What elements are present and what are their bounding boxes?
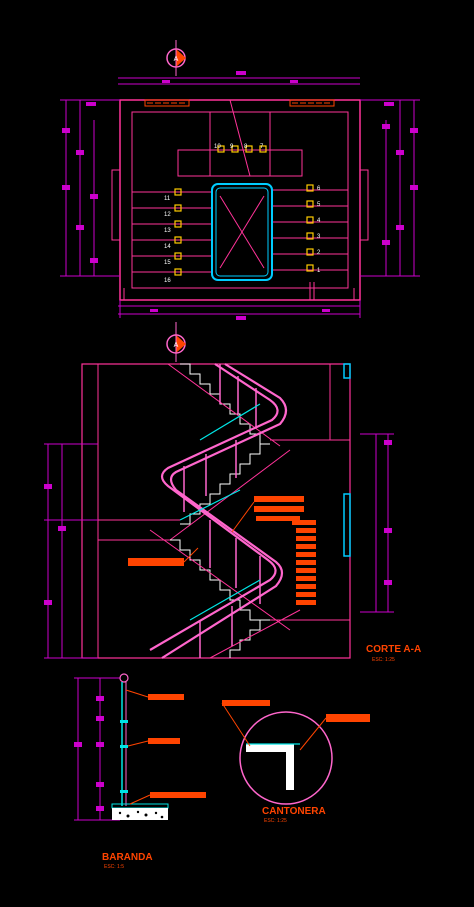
section-scale: ESC: 1:25 xyxy=(372,657,395,663)
step-number-10: 10 xyxy=(214,144,221,150)
step-number-16: 16 xyxy=(164,278,171,284)
section-view: CORTE A-A ESC: 1:25 xyxy=(44,363,421,663)
step-number-5: 5 xyxy=(317,202,321,208)
railing-scale: ESC: 1:5 xyxy=(104,864,124,870)
section-title: CORTE A-A xyxy=(366,644,421,655)
plan-view: A xyxy=(60,40,420,362)
railing-detail: BARANDA ESC: 1:5 xyxy=(74,673,206,870)
step-number-9: 9 xyxy=(230,144,234,150)
corner-title: CANTONERA xyxy=(262,806,326,817)
step-number-14: 14 xyxy=(164,244,171,250)
section-marker-label: A xyxy=(174,56,179,63)
step-number-1: 1 xyxy=(317,268,321,274)
step-number-6: 6 xyxy=(317,186,321,192)
step-number-4: 4 xyxy=(317,218,321,224)
step-number-3: 3 xyxy=(317,234,321,240)
step-number-11: 11 xyxy=(164,196,171,202)
step-number-15: 15 xyxy=(164,260,171,266)
step-number-13: 13 xyxy=(164,228,171,234)
handrail xyxy=(149,363,288,659)
corner-detail: CANTONERA ESC: 1:25 xyxy=(221,700,370,824)
section-marker-icon: A xyxy=(166,322,186,362)
step-number-7: 7 xyxy=(260,144,264,150)
step-number-8: 8 xyxy=(244,144,248,150)
detail-circle-icon xyxy=(239,711,333,805)
step-number-12: 12 xyxy=(164,212,171,218)
section-marker-label-bottom: A xyxy=(174,342,179,349)
step-number-2: 2 xyxy=(317,250,321,256)
railing-title: BARANDA xyxy=(102,852,153,863)
section-marker-icon: A xyxy=(166,40,186,76)
corner-scale: ESC: 1:25 xyxy=(264,818,287,824)
